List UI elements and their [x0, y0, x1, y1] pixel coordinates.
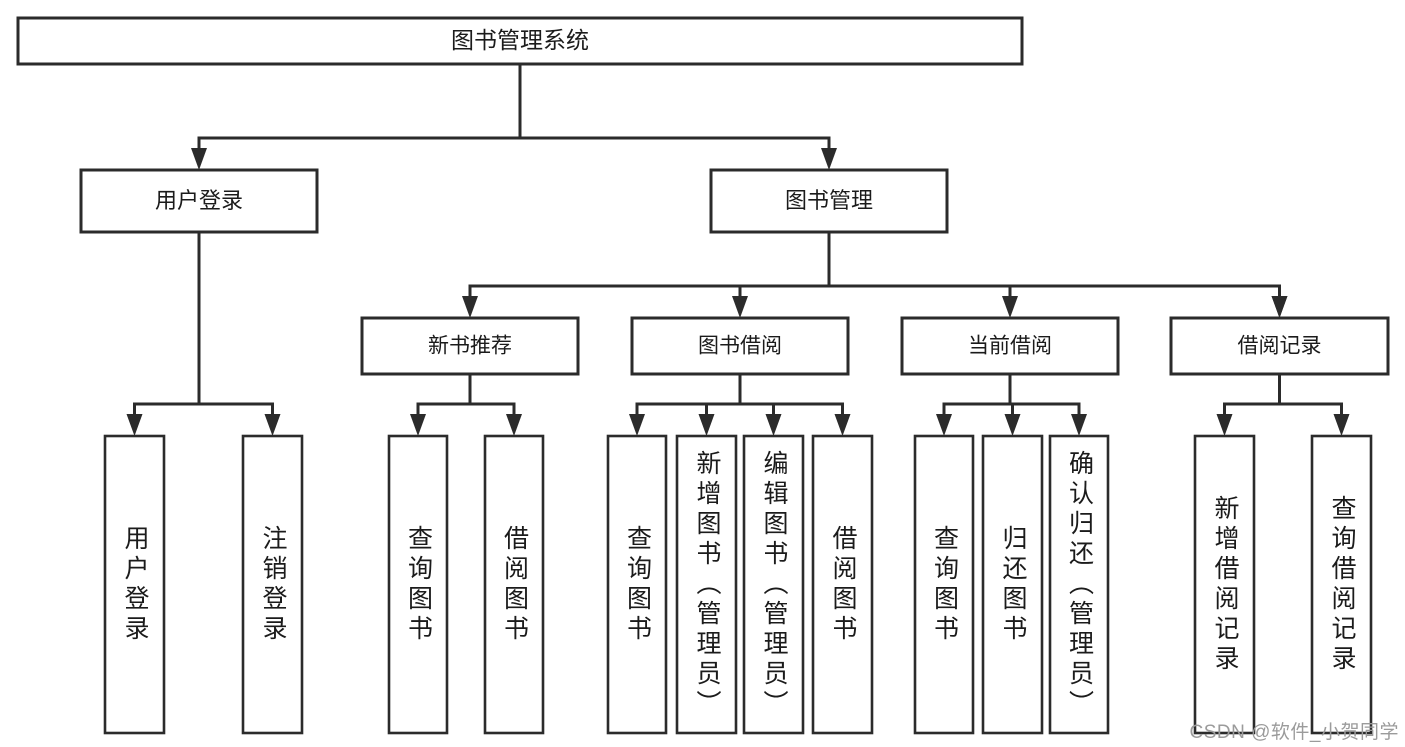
arrow-head-icon — [264, 414, 281, 436]
arrow-head-icon — [732, 296, 748, 318]
node-label-newbook: 新书推荐 — [428, 335, 512, 358]
arrow-head-icon — [191, 148, 207, 170]
arrow-head-icon — [410, 414, 426, 436]
arrow-head-icon — [1071, 414, 1087, 436]
node-box-login — [79, 168, 319, 234]
node-box-borrow — [630, 316, 850, 376]
node-box-leaf-query-book-1 — [387, 434, 449, 735]
connector-lines — [126, 62, 1350, 436]
node-box-leaf-user-login — [103, 434, 166, 735]
node-box-leaf-add-record — [1193, 434, 1256, 735]
node-box-current — [900, 316, 1120, 376]
arrow-head-icon — [462, 296, 478, 318]
node-box-records — [1169, 316, 1390, 376]
arrow-head-icon — [1004, 414, 1021, 436]
node-boxes — [16, 16, 1390, 735]
arrow-head-icon — [834, 414, 851, 436]
node-label-root: 图书管理系统 — [451, 27, 589, 53]
node-box-bookmgmt — [709, 168, 949, 234]
node-box-leaf-edit-book — [742, 434, 805, 735]
node-label-current: 当前借阅 — [968, 335, 1052, 358]
arrow-head-icon — [765, 414, 782, 436]
arrow-head-icon — [506, 414, 522, 436]
node-box-leaf-query-record — [1310, 434, 1373, 735]
watermark-text: CSDN @软件_小贺同学 — [1189, 722, 1399, 743]
arrow-head-icon — [698, 414, 715, 436]
node-label-borrow: 图书借阅 — [698, 335, 782, 358]
node-box-leaf-query-book-3 — [913, 434, 975, 735]
node-box-root — [16, 16, 1024, 66]
node-box-leaf-user-logout — [241, 434, 304, 735]
node-box-leaf-borrow-book-1 — [483, 434, 545, 735]
arrow-head-icon — [1216, 414, 1233, 436]
arrow-head-icon — [821, 148, 837, 170]
arrow-head-icon — [1271, 296, 1288, 318]
node-box-leaf-confirm-return — [1048, 434, 1110, 735]
node-label-bookmgmt: 图书管理 — [785, 188, 873, 213]
arrow-head-icon — [629, 414, 645, 436]
arrow-head-icon — [1333, 414, 1350, 436]
node-label-login: 用户登录 — [155, 188, 243, 213]
node-label-records: 借阅记录 — [1238, 335, 1322, 358]
arrow-head-icon — [936, 414, 952, 436]
node-box-leaf-return-book — [981, 434, 1044, 735]
arrow-head-icon — [1002, 296, 1018, 318]
node-box-leaf-query-book-2 — [606, 434, 668, 735]
arrow-head-icon — [126, 414, 143, 436]
node-box-leaf-borrow-book-2 — [811, 434, 874, 735]
node-box-newbook — [360, 316, 580, 376]
node-box-leaf-add-book — [675, 434, 738, 735]
